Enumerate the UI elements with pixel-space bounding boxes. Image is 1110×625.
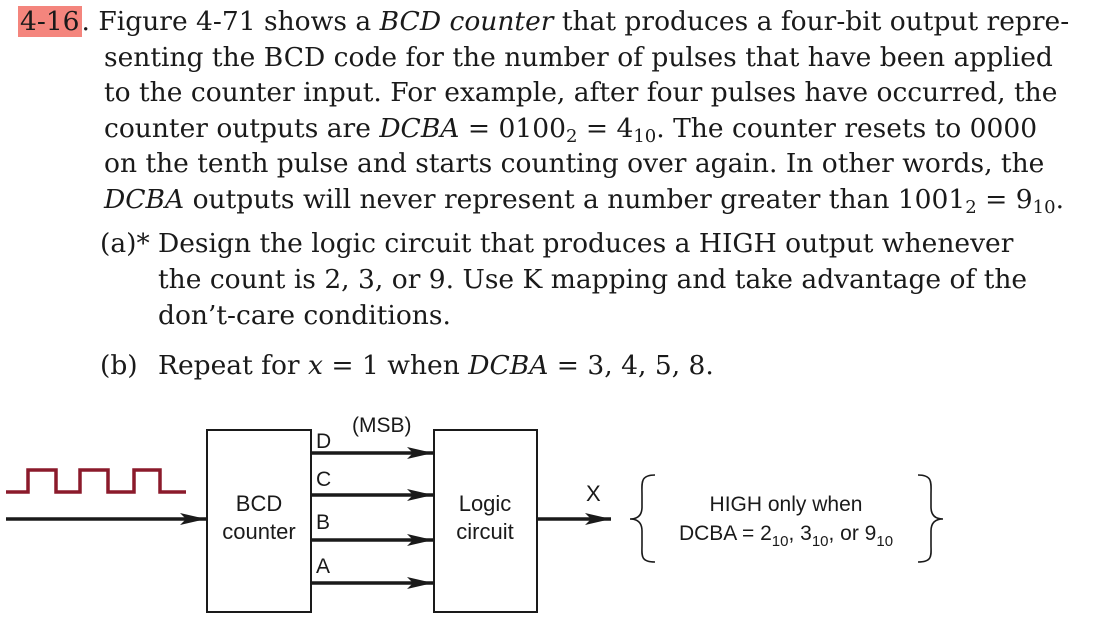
output-x-label: X [586,481,601,506]
part-a-line: the count is 2, 3, or 9. Use K mapping a… [158,264,1028,295]
problem-text: . The counter resets to 0000 [656,112,1038,144]
subscript: 10 [1032,196,1056,218]
left-brace [629,474,656,563]
output-label-a: A [316,555,330,578]
part-a-text: Design the logic circuit that produces a… [158,226,1090,334]
condition-text: , 3 [788,522,811,545]
condition-line1: HIGH only when [710,493,863,516]
variable-dcba: DCBA [379,112,460,144]
problem-line-4: counter outputs are DCBA = 01002 = 410. … [18,111,1088,147]
counter-label-line1: BCD [236,491,282,516]
problem-parts: (a)* Design the logic circuit that produ… [100,226,1090,384]
counter-label-line2: counter [222,519,295,544]
part-a: (a)* Design the logic circuit that produ… [100,226,1090,334]
problem-text: counter outputs are [104,112,380,144]
bcd-counter-box [206,429,312,613]
problem-line-3: to the counter input. For example, after… [104,77,1058,108]
condition-line2: DCBA = 210, 310, or 910 [679,522,893,550]
variable-dcba: DCBA [104,183,185,215]
msb-label: (MSB) [352,414,412,437]
part-b: (b) Repeat for x = 1 when DCBA = 3, 4, 5… [100,348,1090,384]
problem-statement: 4-16. Figure 4-71 shows a BCD counter th… [18,4,1088,217]
subscript: 10 [633,125,657,147]
condition-subscript: 10 [772,533,789,550]
problem-line-1: 4-16. Figure 4-71 shows a BCD counter th… [18,4,1088,40]
logic-label-line1: Logic [459,491,512,516]
problem-text: . [1055,183,1065,215]
bcd-counter-figure: BCD counter Logic circuit D (MSB) C B A … [6,414,944,613]
variable-x: x [308,350,323,381]
part-a-label: (a)* [100,228,150,259]
pulse-train [6,468,186,494]
problem-term: BCD counter [379,6,554,37]
problem-text: outputs will never represent a number gr… [184,183,966,215]
problem-text: = 9 [976,183,1033,215]
part-b-text: Repeat for x = 1 when DCBA = 3, 4, 5, 8. [158,348,1090,384]
part-b-line: Repeat for [158,350,309,381]
problem-text: that produces a four-bit output repre- [553,6,1070,37]
logic-label-line2: circuit [456,519,513,544]
problem-line-5: on the tenth pulse and starts counting o… [104,148,1045,179]
logic-circuit-box [433,429,538,613]
problem-line-6: DCBA outputs will never represent a numb… [18,182,1088,218]
part-a-line: don’t-care conditions. [158,300,451,331]
output-label-b: B [316,511,330,534]
condition-text: DCBA = 2 [679,522,772,545]
output-label-c: C [316,468,331,491]
part-b-line: = 1 when [322,350,469,381]
problem-text: . Figure 4-71 shows a [81,6,380,37]
right-brace [917,474,944,563]
problem-text: = 0100 [459,112,566,144]
part-b-label: (b) [100,350,138,381]
problem-line-2: senting the BCD code for the number of p… [104,41,1053,73]
problem-number: 4-16 [18,6,82,37]
part-a-line: Design the logic circuit that produces a… [158,228,1014,259]
subscript: 2 [965,196,977,218]
condition-subscript: 10 [876,533,893,550]
subscript: 2 [565,125,578,147]
output-label-d: D [316,430,331,453]
condition-subscript: 10 [812,533,829,550]
condition-text: , or 9 [829,522,877,545]
variable-dcba: DCBA [468,350,549,381]
part-b-line: = 3, 4, 5, 8. [548,350,714,381]
problem-text: = 4 [577,112,634,144]
